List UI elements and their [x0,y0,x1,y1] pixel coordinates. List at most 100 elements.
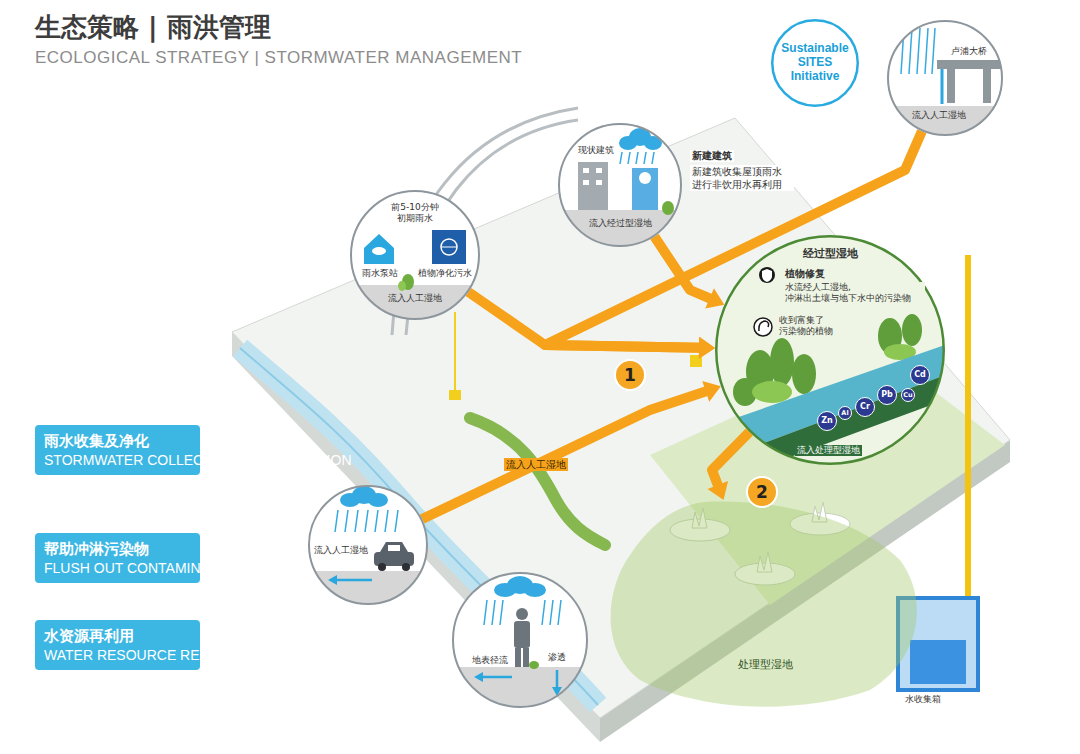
wetland-scene [759,321,769,331]
callout-car-scene [378,563,386,571]
callout-car-scene [309,486,427,604]
wetland-area [611,502,917,707]
flow-arrow [708,432,750,500]
callout-bridge-scene [909,28,912,74]
callout-circle: 卢浦大桥流入人工湿地 [887,20,1003,136]
callout-building-scene [596,168,602,173]
wetland-scene [733,378,757,406]
callout-car-scene [365,510,368,532]
callout-car-scene [395,510,398,532]
callout-car-scene [308,571,428,611]
callout-pump-scene [350,191,480,335]
node-outline [856,398,875,417]
site-slab [232,118,1010,718]
element-badge: Pb [877,385,897,405]
wetland-scene [716,236,944,464]
callout-building-scene [583,168,589,173]
flow-arrow [468,292,715,359]
callout-building-scene [652,152,654,164]
element-badge: Al [838,406,852,420]
callout-building-scene [639,172,651,184]
callout-person-scene [452,573,588,712]
callout-car-scene [375,510,378,532]
wetland-scene [752,381,792,403]
river [240,348,598,705]
callout-building-scene [644,152,646,164]
flow-arrow [712,432,749,487]
node-outline [559,124,681,246]
node-text: 1 [624,367,636,384]
page-title: 生态策略 | 雨洪管理 [35,12,271,43]
site-slab [232,118,1010,742]
callout-bridge-scene [983,69,991,103]
callout-car-scene [355,510,358,532]
yellow-posts [690,355,702,367]
element-badge: Zn [817,411,837,431]
callout-building-scene [583,180,589,185]
node-text: 流入经过型湿地 [589,218,652,229]
arrow-head [699,337,715,359]
callout-car-scene [335,510,338,532]
callout-bridge-scene [888,21,1002,135]
callout-bridge-scene [941,69,944,104]
wetland-scene [902,314,922,346]
callout-person-scene [494,583,516,597]
wetland-scene [770,338,794,386]
node-text: 新建建筑 [690,150,734,162]
node-outline [558,123,682,247]
callout-person-scene [482,676,512,679]
arrow-head [708,481,729,500]
callout-pump-scene [364,234,394,264]
node-text: STORMWATER COLLECTION & PURIFICATION [44,452,191,469]
site-slab [232,332,600,742]
strategy-box: 水资源再利用WATER RESOURCE REUSE [35,620,200,670]
callout-car-scene [368,493,388,507]
strategy-box: 雨水收集及净化STORMWATER COLLECTION & PURIFICAT… [35,425,200,475]
flow-arrow [422,381,721,519]
node-outline [911,366,930,385]
arrow-head [702,381,721,402]
callout-person-scene [516,608,528,620]
element-badge: Cu [901,388,915,402]
wetland-scene [746,350,774,394]
callout-car-scene [352,486,376,504]
callout-circle: 流入人工湿地 [308,485,428,605]
callout-bridge-scene [947,69,955,103]
flow-arrow [422,391,708,519]
callout-building-scene [559,124,681,246]
callout-person-scene [529,661,539,669]
callout-building-scene [636,152,638,164]
callout-number: 2 [746,476,778,508]
node-text: 新建筑收集屋顶雨水 进行非饮用水再利用 [690,165,794,191]
callout-person-scene [507,576,533,594]
node-text: 水流经人工湿地, 冲淋出土壤与地下水中的污染物 [783,282,925,305]
node-outline [902,389,915,402]
water-tank [910,640,966,684]
logo-badge: Sustainable SITES Initiative [771,19,859,107]
callout-pump-scene [350,285,480,335]
node-text: 经过型湿地 [801,247,860,260]
callout-person-scene [542,600,545,625]
node-text: 地表径流 [472,655,508,666]
callout-bridge-scene [901,28,935,74]
callout-building-scene [619,136,637,150]
callout-bridge-scene [932,28,935,74]
node-text: Cd [914,371,926,379]
node-text: 流入处理型湿地 [795,445,862,456]
callout-pump-scene [402,274,414,290]
node-text: 渗透 [548,652,566,663]
wetland-scene [716,236,945,470]
callout-person-scene [484,600,561,625]
river [240,348,598,705]
node-text: 前5-10分钟 初期雨水 [379,202,451,224]
node-outline [818,412,837,431]
wetland-strip [470,418,605,545]
callout-car-scene [308,486,428,611]
flow-arrow [468,292,701,348]
tank-label: 水收集箱 [905,694,941,705]
river [240,348,598,705]
callout-pump-scene [432,230,466,264]
node-text: Pb [881,391,893,399]
callout-car-scene [328,575,337,585]
node-text: 流入人工湿地 [388,293,442,304]
